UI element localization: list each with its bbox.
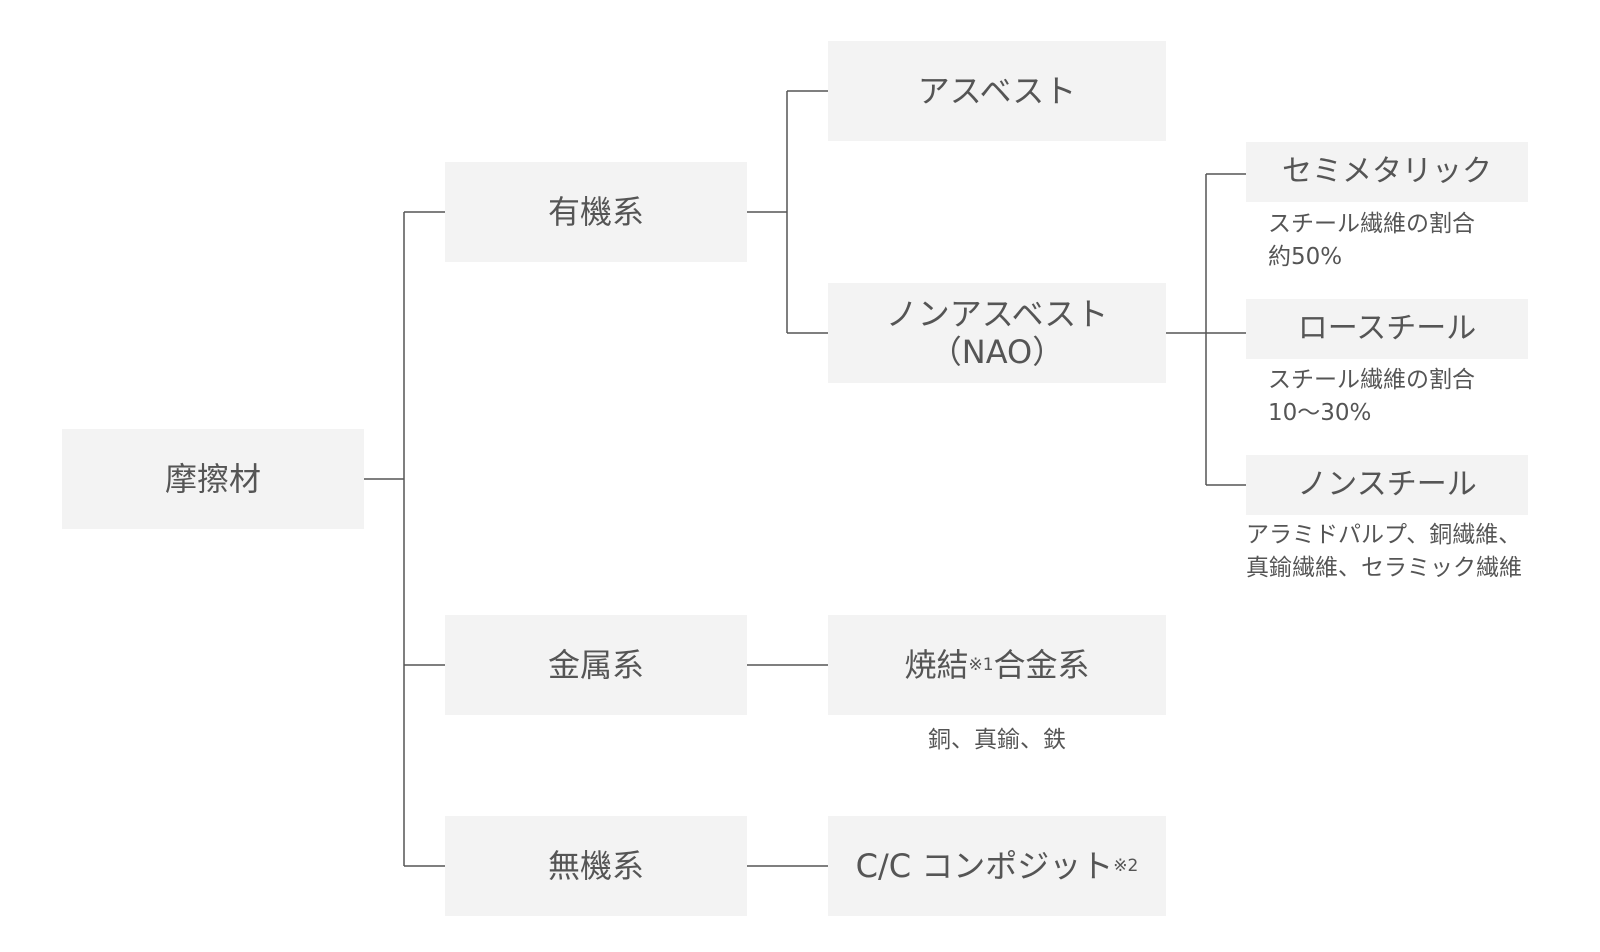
- note-non-steel: アラミドパルプ、銅繊維、 真鍮繊維、セラミック繊維: [1246, 519, 1522, 585]
- node-non-asbestos-line2: （NAO）: [929, 333, 1065, 371]
- node-non-steel-label: ノンスチール: [1297, 467, 1477, 502]
- node-asbestos: アスベスト: [828, 41, 1166, 141]
- node-non-asbestos-line1: ノンアスベスト: [885, 294, 1109, 333]
- node-organic-label: 有機系: [547, 192, 644, 231]
- note-semi-metallic-line1: スチール繊維の割合: [1268, 211, 1475, 237]
- note-non-steel-line2: 真鍮繊維、セラミック繊維: [1246, 555, 1522, 581]
- note-low-steel: スチール繊維の割合 10〜30%: [1268, 364, 1475, 430]
- node-sintered-label-after: 合金系: [993, 645, 1090, 684]
- node-asbestos-label: アスベスト: [917, 71, 1077, 110]
- note-sintered: 銅、真鍮、鉄: [828, 724, 1166, 757]
- note-sintered-line1: 銅、真鍮、鉄: [928, 727, 1066, 753]
- node-non-steel: ノンスチール: [1246, 455, 1528, 515]
- note-low-steel-line2: 10〜30%: [1268, 400, 1372, 426]
- node-sintered-label-before: 焼結: [904, 645, 969, 684]
- node-cc-composite-label: C/C コンポジット: [855, 846, 1114, 885]
- note-semi-metallic: スチール繊維の割合 約50%: [1268, 208, 1475, 274]
- node-metallic: 金属系: [445, 615, 747, 715]
- note-low-steel-line1: スチール繊維の割合: [1268, 367, 1475, 393]
- node-organic: 有機系: [445, 162, 747, 262]
- node-low-steel: ロースチール: [1246, 299, 1528, 359]
- node-semi-metallic-label: セミメタリック: [1282, 154, 1492, 189]
- node-inorganic: 無機系: [445, 816, 747, 916]
- node-root: 摩擦材: [62, 429, 364, 529]
- node-low-steel-label: ロースチール: [1297, 311, 1477, 346]
- note-non-steel-line1: アラミドパルプ、銅繊維、: [1246, 522, 1522, 548]
- node-semi-metallic: セミメタリック: [1246, 142, 1528, 202]
- node-inorganic-label: 無機系: [547, 846, 644, 885]
- node-non-asbestos: ノンアスベスト （NAO）: [828, 283, 1166, 383]
- node-cc-composite: C/C コンポジット※2: [828, 816, 1166, 916]
- note-semi-metallic-line2: 約50%: [1268, 244, 1343, 270]
- node-metallic-label: 金属系: [547, 645, 644, 684]
- node-root-label: 摩擦材: [164, 459, 261, 498]
